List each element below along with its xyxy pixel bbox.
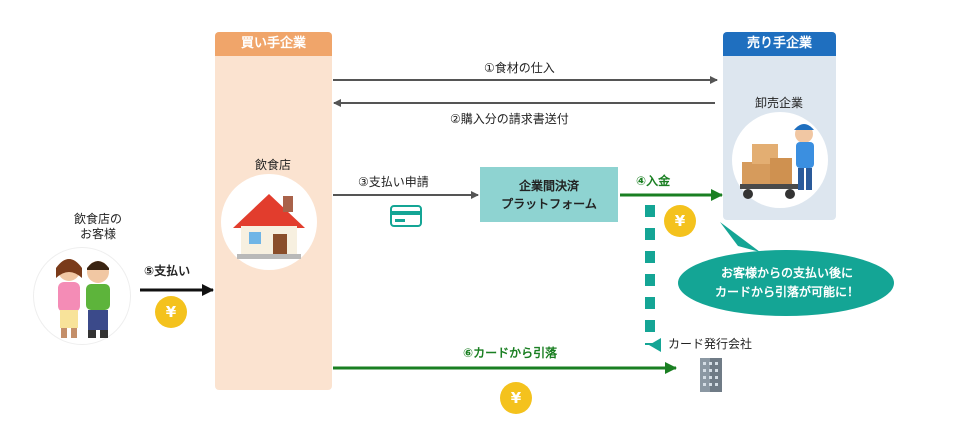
- callout-bubble: [720, 222, 760, 252]
- wholesaler-circle: [732, 112, 828, 208]
- platform-line2: プラットフォーム: [501, 196, 597, 211]
- customer-label-line2: お客様: [79, 227, 116, 241]
- seller-column-header: 売り手企業: [723, 32, 836, 56]
- house-icon: [233, 194, 305, 259]
- card-company-label: カード発行会社: [668, 337, 753, 351]
- store-circle: [221, 174, 317, 270]
- buyer-column-header: 買い手企業: [215, 32, 332, 56]
- yen-coin-step5: ¥: [155, 296, 187, 328]
- step5-label: ⑤支払い: [144, 264, 191, 278]
- store-label: 飲食店: [255, 158, 292, 172]
- callout-line2: カードから引落が可能に！: [714, 285, 859, 299]
- step2-label: ②購入分の請求書送付: [450, 112, 569, 126]
- yen-coin-step4: ¥: [664, 205, 696, 237]
- payment-platform-box: 企業間決済 プラットフォーム: [480, 167, 618, 222]
- wholesaler-label: 卸売企業: [755, 96, 804, 110]
- callout-text: お客様からの支払い後に カードから引落が可能に！: [690, 264, 884, 302]
- platform-line1: 企業間決済: [518, 178, 579, 193]
- callout-line1: お客様からの支払い後に: [720, 266, 853, 280]
- step1-label: ①食材の仕入: [484, 61, 555, 75]
- customer-circle: [34, 248, 130, 344]
- step6-label: ⑥カードから引落: [463, 346, 558, 360]
- step4-label: ④入金: [636, 174, 671, 188]
- step3-label: ③支払い申請: [358, 175, 429, 189]
- customer-label-line1: 飲食店の: [73, 212, 122, 226]
- delivery-worker-icon: [740, 124, 814, 199]
- customer-label: 飲食店の お客様: [63, 212, 133, 242]
- yen-coin-step6: ¥: [500, 382, 532, 414]
- people-icon: [56, 259, 110, 338]
